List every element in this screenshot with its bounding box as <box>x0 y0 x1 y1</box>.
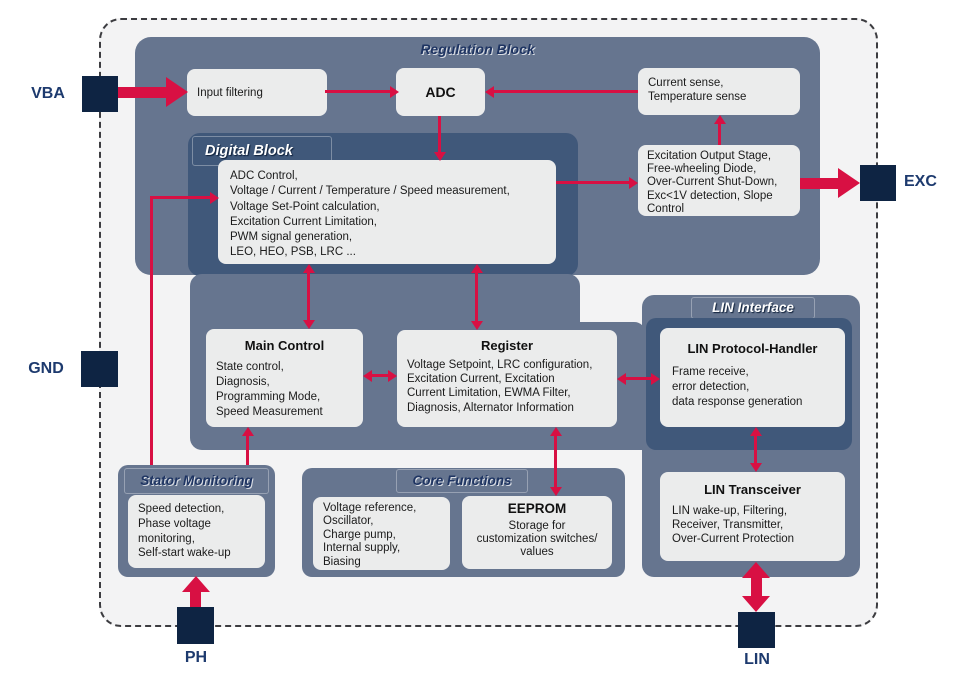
arrow-adc-to-digital <box>438 116 441 152</box>
lin-protocol-handler-title: LIN Protocol-Handler <box>687 341 818 356</box>
line-stator-to-digital-vertical <box>150 196 153 465</box>
lin-interface-title: LIN Interface <box>712 300 794 315</box>
pin-ph <box>177 607 214 644</box>
arrowhead-digital-register-up <box>471 264 483 273</box>
regulation-block-title: Regulation Block <box>420 41 535 57</box>
arrowhead-maincontrol-right <box>363 370 372 382</box>
arrow-register-linprotocol <box>626 377 651 380</box>
arrow-digital-maincontrol <box>307 273 310 320</box>
core-analog-box: Voltage reference, Oscillator, Charge pu… <box>313 497 450 570</box>
arrowhead-currentsense-bottom <box>714 115 726 124</box>
arrow-lin-head-up <box>742 562 770 578</box>
lin-transceiver-title: LIN Transceiver <box>704 482 801 497</box>
arrowhead-digital-maincontrol-up <box>303 264 315 273</box>
current-sense-box: Current sense, Temperature sense <box>638 68 800 115</box>
arrowhead-digitalbox-left <box>210 192 219 204</box>
arrow-ph-head <box>182 576 210 592</box>
lin-transceiver-text: LIN wake-up, Filtering, Receiver, Transm… <box>672 505 795 546</box>
arrow-linprotocol-transceiver <box>754 436 757 463</box>
arrow-lin-head-down <box>742 596 770 612</box>
pin-exc <box>860 165 896 201</box>
adc-title: ADC <box>425 84 456 100</box>
main-control-box: Main Control State control, Diagnosis, P… <box>206 329 363 427</box>
arrow-excitation-to-currentsense <box>718 124 721 145</box>
line-stator-to-digital-horizontal <box>150 196 210 199</box>
arrowhead-eeprom-top <box>550 487 562 496</box>
pin-label-gnd: GND <box>28 360 64 377</box>
lin-transceiver-box: LIN Transceiver LIN wake-up, Filtering, … <box>660 472 845 561</box>
arrow-vba-head <box>166 77 188 107</box>
register-box: Register Voltage Setpoint, LRC configura… <box>397 330 617 427</box>
arrow-vba-shaft <box>118 87 166 98</box>
arrowhead-register-right <box>617 373 626 385</box>
arrow-inputfiltering-to-adc <box>325 90 390 93</box>
register-text: Voltage Setpoint, LRC configuration, Exc… <box>407 359 593 414</box>
lin-protocol-handler-text: Frame receive, error detection, data res… <box>672 366 803 408</box>
stator-monitoring-text-box: Speed detection, Phase voltage monitorin… <box>128 495 265 568</box>
arrowhead-transceiver-top <box>750 463 762 472</box>
pin-lin <box>738 612 775 648</box>
pin-label-lin: LIN <box>744 651 770 668</box>
arrowhead-linprotocol-bottom <box>750 427 762 436</box>
arrowhead-adc-right <box>485 86 494 98</box>
pin-gnd <box>81 351 118 387</box>
arrow-stator-to-maincontrol <box>246 436 249 465</box>
arrowhead-maincontrol-bottom <box>242 427 254 436</box>
pin-label-vba: VBA <box>31 85 65 102</box>
eeprom-text: Storage for customization switches/ valu… <box>476 520 598 559</box>
arrow-digital-register <box>475 273 478 321</box>
arrow-exc-shaft <box>800 178 838 189</box>
adc-box: ADC <box>396 68 485 116</box>
arrow-digital-to-excitation <box>556 181 629 184</box>
arrowhead-digital-maincontrol-down <box>303 320 315 329</box>
pin-vba <box>82 76 118 112</box>
arrowhead-adc-left <box>390 86 399 98</box>
input-filtering-box: Input filtering <box>187 69 327 116</box>
arrow-lin-shaft <box>751 577 762 599</box>
digital-functions-box: ADC Control, Voltage / Current / Tempera… <box>218 160 556 264</box>
arrowhead-excitation-left <box>629 177 638 189</box>
stator-monitoring-title: Stator Monitoring <box>140 473 253 488</box>
main-control-text: State control, Diagnosis, Programming Mo… <box>216 361 323 418</box>
arrowhead-register-left <box>388 370 397 382</box>
arrow-currentsense-to-adc <box>494 90 638 93</box>
main-control-title: Main Control <box>244 338 325 353</box>
lin-protocol-handler-box: LIN Protocol-Handler Frame receive, erro… <box>660 328 845 427</box>
arrowhead-digital-top <box>434 152 446 161</box>
eeprom-title: EEPROM <box>507 501 567 516</box>
stator-monitoring-tab: Stator Monitoring <box>124 468 269 494</box>
arrow-register-eeprom <box>554 436 557 487</box>
arrowhead-register-bottom <box>550 427 562 436</box>
digital-block-title: Digital Block <box>205 143 293 159</box>
arrowhead-digital-register-down <box>471 321 483 330</box>
excitation-output-box: Excitation Output Stage, Free-wheeling D… <box>638 145 800 216</box>
arrowhead-linprotocol-left <box>651 373 660 385</box>
pin-label-ph: PH <box>184 649 208 666</box>
lin-interface-tab: LIN Interface <box>691 297 815 319</box>
pin-label-exc: EXC <box>904 173 937 190</box>
register-title: Register <box>480 338 534 353</box>
arrow-exc-head <box>838 168 860 198</box>
arrow-ph-shaft <box>190 591 201 608</box>
eeprom-box: EEPROM Storage for customization switche… <box>462 496 612 569</box>
arrow-maincontrol-register <box>372 374 388 377</box>
core-functions-title: Core Functions <box>412 473 512 488</box>
core-functions-tab: Core Functions <box>396 469 528 493</box>
